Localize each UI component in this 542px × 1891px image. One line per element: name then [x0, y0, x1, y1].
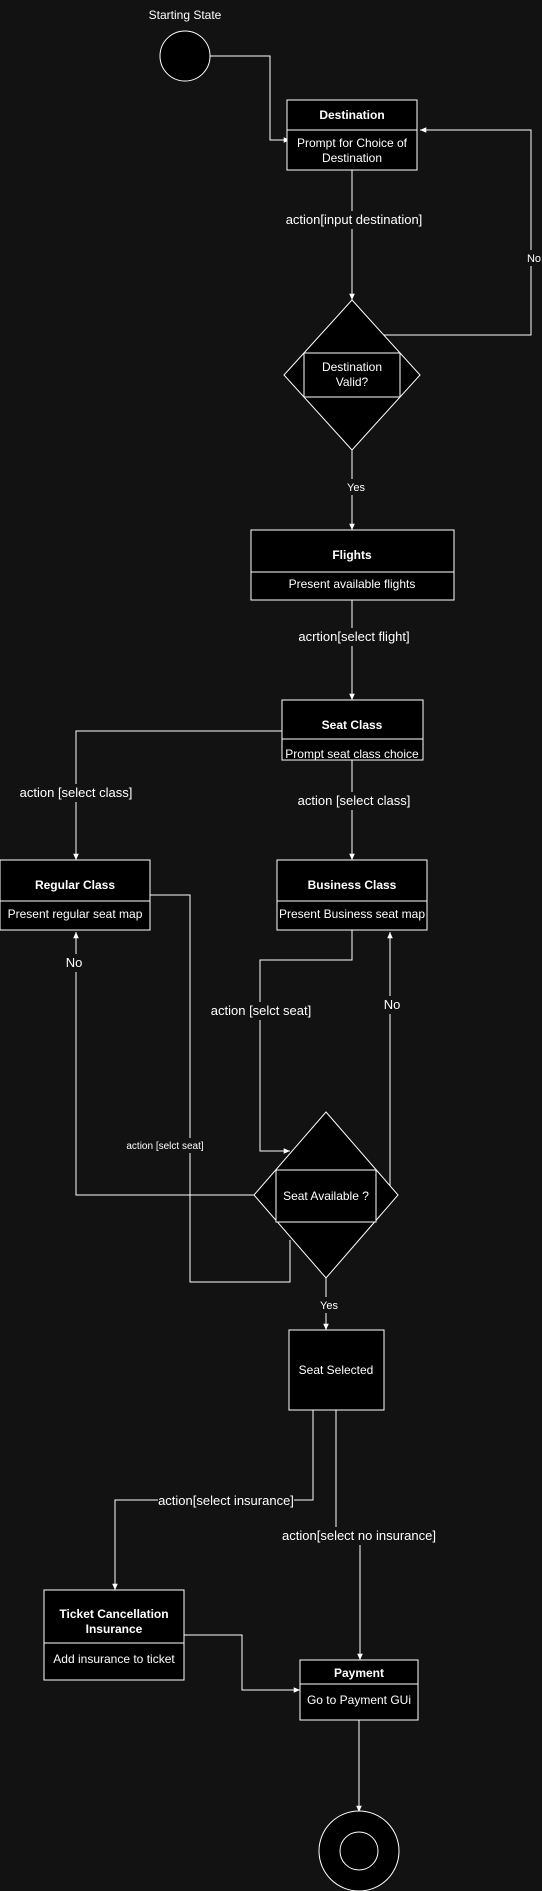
business-class-body: Present Business seat map [279, 907, 425, 921]
regular-class-title: Regular Class [35, 878, 115, 892]
regular-class-body: Present regular seat map [8, 907, 143, 921]
insurance-body: Add insurance to ticket [53, 1652, 175, 1666]
insurance-title-line-2: Insurance [86, 1622, 143, 1636]
payment-title: Payment [334, 1666, 384, 1680]
regular-class-state: Regular Class Present regular seat map [0, 859, 151, 931]
seat-class-state: Seat Class Prompt seat class choice [281, 699, 424, 761]
insurance-state: Ticket Cancellation Insurance Add insura… [43, 1589, 185, 1681]
edge-label-select-class-left: action [select class] [20, 785, 133, 800]
destination-valid-decision: Destination Valid? [283, 299, 421, 451]
seat-class-title: Seat Class [322, 718, 383, 732]
seat-selected-label: Seat Selected [299, 1363, 374, 1377]
business-class-title: Business Class [308, 878, 397, 892]
end-state-inner-circle [339, 1831, 379, 1871]
edge-label-select-insurance: action[select insurance] [158, 1493, 294, 1508]
seat-available-label: Seat Available ? [283, 1189, 369, 1203]
edge-label-select-seat-business: action [selct seat] [211, 1003, 311, 1018]
destination-body-line-1: Prompt for Choice of [297, 136, 408, 150]
seat-class-body: Prompt seat class choice [285, 747, 419, 761]
edge-label-no-regular: No [66, 955, 83, 970]
destination-body-line-2: Destination [322, 151, 382, 165]
flights-title: Flights [332, 548, 372, 562]
destination-title: Destination [319, 108, 384, 122]
insurance-title-line-1: Ticket Cancellation [59, 1607, 168, 1621]
edge-label-select-flight: acrtion[select flight] [298, 629, 409, 644]
edge-label-select-no-insurance: action[select no insurance] [282, 1528, 436, 1543]
payment-state: Payment Go to Payment GUi [299, 1659, 419, 1721]
edge-start-to-destination [210, 55, 290, 143]
edge-seatclass-to-regular [73, 730, 282, 860]
edge-seatavailable-no-to-regular [73, 932, 254, 1196]
edge-regular-to-seatavailable [150, 894, 291, 1283]
flights-state: Flights Present available flights [250, 529, 455, 601]
business-class-state: Business Class Present Business seat map [276, 859, 428, 931]
seat-available-decision: Seat Available ? [253, 1111, 399, 1279]
payment-body: Go to Payment GUi [307, 1693, 411, 1707]
start-state-label: Starting State [149, 8, 222, 22]
edge-business-to-seatavailable [259, 930, 353, 1154]
edge-labels: action[input destination] No Yes acrtion… [18, 211, 541, 1545]
destination-state: Destination Prompt for Choice of Destina… [286, 99, 418, 171]
end-state [318, 1810, 400, 1891]
edge-label-no-destination: No [527, 253, 541, 265]
destination-valid-line-2: Valid? [336, 375, 369, 389]
edge-label-yes-destination: Yes [347, 482, 365, 494]
edge-label-input-destination: action[input destination] [286, 212, 423, 227]
start-state: Starting State [149, 8, 222, 82]
edge-insurance-to-payment [184, 1634, 300, 1693]
edge-label-yes-seat: Yes [320, 1300, 338, 1312]
edge-label-select-class-right: action [select class] [298, 793, 411, 808]
flights-body: Present available flights [289, 577, 416, 591]
edge-label-select-seat-regular: action [selct seat] [126, 1141, 203, 1152]
start-state-circle [159, 30, 211, 82]
edge-valid-no-to-destination [352, 127, 532, 336]
edge-label-no-business: No [384, 997, 401, 1012]
edges [73, 55, 532, 1812]
seat-selected-state: Seat Selected [288, 1329, 385, 1411]
destination-valid-line-1: Destination [322, 360, 382, 374]
